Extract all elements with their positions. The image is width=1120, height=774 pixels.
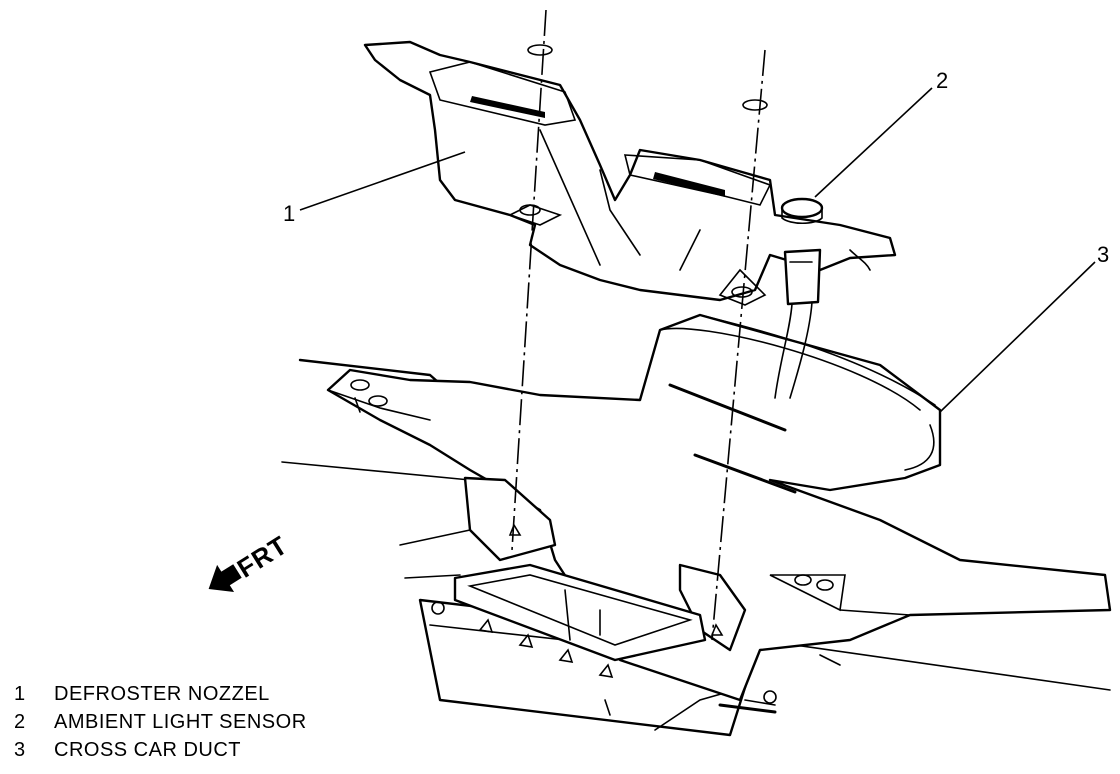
leader-1	[299, 151, 466, 211]
legend-label: CROSS CAR DUCT	[54, 739, 242, 761]
leader-2	[814, 87, 933, 198]
front-direction-indicator: FRT	[208, 530, 293, 593]
legend-item: 2 AMBIENT LIGHT SENSOR	[14, 708, 307, 736]
fastener-centerlines	[511, 9, 766, 641]
fastener-line-right	[711, 49, 766, 641]
legend-number: 2	[14, 711, 26, 733]
callout-leaders: 1 2 3	[283, 68, 1109, 413]
fastener-line-left	[511, 9, 547, 551]
callout-number-3: 3	[1097, 242, 1109, 267]
legend-label: DEFROSTER NOZZEL	[54, 683, 270, 705]
front-label: FRT	[232, 530, 293, 584]
duct-lower-feet	[453, 476, 747, 662]
callout-number-1: 1	[283, 201, 295, 226]
front-arrow-icon	[208, 564, 242, 593]
callout-number-2: 2	[936, 68, 948, 93]
legend-number: 3	[14, 739, 26, 761]
ambient-light-sensor	[774, 197, 871, 399]
legend-label: AMBIENT LIGHT SENSOR	[54, 711, 307, 733]
leader-3	[939, 261, 1096, 413]
cross-car-duct	[326, 313, 1112, 702]
legend-item: 1 DEFROSTER NOZZEL	[14, 680, 307, 708]
legend-item: 3 CROSS CAR DUCT	[14, 736, 307, 764]
legend-number: 1	[14, 683, 26, 705]
